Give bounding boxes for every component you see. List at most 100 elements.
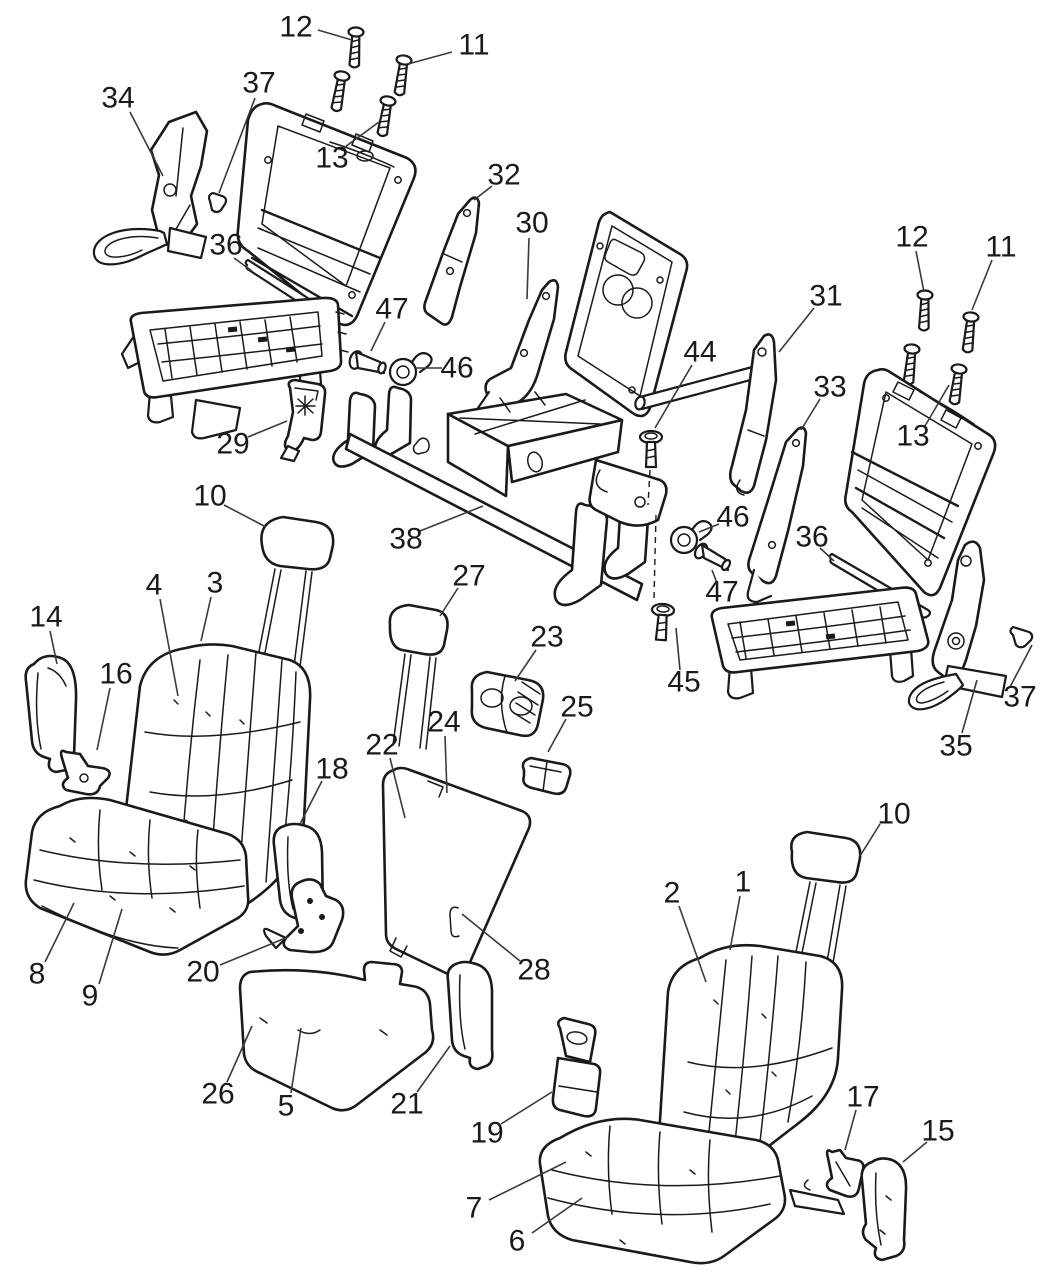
leader-line-25-27 bbox=[547, 718, 567, 753]
headrest-10-left bbox=[256, 515, 335, 668]
leader-line-47-21 bbox=[711, 569, 718, 584]
callout-number-20-36: 20 bbox=[186, 956, 219, 989]
leader-line-19-42 bbox=[500, 1091, 553, 1125]
callout-number-14-31: 14 bbox=[29, 601, 62, 634]
leader-line-28-30 bbox=[461, 913, 521, 962]
cupholder-23 bbox=[470, 670, 545, 738]
leader-line-20-36 bbox=[219, 936, 289, 966]
leader-line-16-32 bbox=[96, 687, 111, 751]
leader-line-13-4 bbox=[344, 121, 380, 148]
leader-line-22-29 bbox=[389, 757, 406, 819]
leader-line-35-23 bbox=[961, 679, 978, 734]
callout-number-18-35: 18 bbox=[315, 753, 348, 786]
leader-line-46-20 bbox=[698, 523, 720, 533]
seatback-frame-right bbox=[843, 368, 997, 597]
leader-line-14-31 bbox=[49, 630, 58, 665]
callout-number-1-46: 1 bbox=[735, 866, 752, 899]
leader-line-23-26 bbox=[514, 649, 537, 682]
cushion-6-7-right bbox=[538, 1117, 787, 1265]
leader-line-36-5 bbox=[233, 257, 253, 272]
callout-number-37-3: 37 bbox=[242, 67, 275, 100]
callout-number-11-1: 11 bbox=[458, 29, 489, 62]
latch-bracket-16 bbox=[59, 749, 111, 796]
callout-number-17-48: 17 bbox=[846, 1081, 879, 1114]
callout-number-15-49: 15 bbox=[921, 1115, 954, 1148]
floor-riser-assembly-38 bbox=[332, 385, 668, 607]
leader-line-4-33 bbox=[159, 598, 179, 697]
callout-number-34-2: 34 bbox=[101, 82, 134, 115]
side-shield-14 bbox=[24, 654, 78, 774]
callout-number-38-12: 38 bbox=[389, 523, 422, 556]
callout-number-27-25: 27 bbox=[452, 560, 485, 593]
callout-number-13-4: 13 bbox=[315, 142, 348, 175]
seatback-frame-left bbox=[236, 102, 417, 327]
leader-line-27-25 bbox=[439, 587, 459, 617]
leader-line-33-17 bbox=[800, 398, 821, 431]
leader-line-47-8 bbox=[370, 321, 386, 352]
recliner-left-part-34 bbox=[92, 110, 209, 266]
callout-number-12-15: 12 bbox=[895, 221, 928, 254]
cushion-8-9-left bbox=[24, 796, 250, 956]
latch-shield-29 bbox=[279, 378, 327, 463]
callout-number-24-28: 24 bbox=[427, 706, 460, 739]
leader-line-2-47 bbox=[678, 905, 707, 983]
leader-line-18-35 bbox=[299, 780, 323, 825]
callout-number-33-17: 33 bbox=[813, 371, 846, 404]
callout-number-44-13: 44 bbox=[683, 336, 716, 369]
callout-number-13-18: 13 bbox=[896, 420, 929, 453]
callout-number-3-34: 3 bbox=[207, 567, 224, 600]
strap-handle-47-left bbox=[348, 350, 387, 375]
leader-line-34-2 bbox=[129, 111, 164, 177]
callout-number-21-41: 21 bbox=[390, 1088, 423, 1121]
callout-number-36-5: 36 bbox=[209, 229, 242, 262]
leader-line-13-18 bbox=[924, 384, 950, 427]
leader-line-17-48 bbox=[844, 1109, 857, 1151]
callout-number-28-30: 28 bbox=[517, 954, 550, 987]
callout-number-46-20: 46 bbox=[716, 501, 749, 534]
center-seatback-panel bbox=[564, 210, 689, 418]
latch-cover-20 bbox=[262, 878, 345, 954]
callout-number-30-7: 30 bbox=[515, 207, 548, 240]
callout-number-36-19: 36 bbox=[795, 521, 828, 554]
callout-number-32-6: 32 bbox=[487, 159, 520, 192]
leader-line-26-39 bbox=[226, 1025, 253, 1083]
latch-lever-31 bbox=[634, 333, 778, 496]
screw-group-left bbox=[327, 26, 414, 139]
callout-number-4-33: 4 bbox=[146, 569, 163, 602]
leader-line-10-45 bbox=[859, 823, 881, 857]
leader-line-7-43 bbox=[488, 1161, 567, 1201]
leader-line-6-44 bbox=[531, 1197, 583, 1234]
armrest-cupholder-19 bbox=[551, 1016, 602, 1118]
callout-number-47-8: 47 bbox=[375, 293, 408, 326]
callout-number-2-47: 2 bbox=[664, 877, 681, 910]
callout-number-5-40: 5 bbox=[278, 1090, 295, 1123]
leader-line-15-49 bbox=[902, 1141, 928, 1163]
headrest-10-right bbox=[790, 830, 862, 970]
leader-line-38-12 bbox=[419, 505, 484, 532]
leader-line-37-3 bbox=[218, 97, 256, 194]
leader-line-32-6 bbox=[473, 185, 493, 201]
callout-number-45-22: 45 bbox=[667, 666, 700, 699]
leader-line-37-24 bbox=[1009, 644, 1033, 688]
leader-line-10-11 bbox=[223, 504, 267, 528]
callout-number-46-9: 46 bbox=[440, 352, 473, 385]
callout-number-25-27: 25 bbox=[560, 691, 593, 724]
leader-line-21-41 bbox=[416, 1045, 451, 1093]
leader-line-5-40 bbox=[290, 1027, 302, 1094]
callout-number-26-39: 26 bbox=[201, 1078, 234, 1111]
leader-line-30-7 bbox=[526, 237, 530, 300]
headrest-guide-clip-37-right bbox=[1009, 625, 1034, 649]
latch-bracket-17 bbox=[788, 1148, 865, 1216]
side-shield-15 bbox=[860, 1157, 908, 1262]
headrest-guide-clip-37-left bbox=[207, 191, 228, 214]
leader-line-45-22 bbox=[675, 627, 681, 671]
recliner-spring-46-left bbox=[388, 352, 433, 387]
callout-number-16-32: 16 bbox=[99, 658, 132, 691]
leader-line-1-46 bbox=[729, 895, 741, 951]
callout-number-35-23: 35 bbox=[939, 730, 972, 763]
callout-number-12-0: 12 bbox=[279, 11, 312, 44]
headrest-27-center bbox=[388, 603, 449, 750]
tray-bezel-25 bbox=[521, 756, 572, 796]
